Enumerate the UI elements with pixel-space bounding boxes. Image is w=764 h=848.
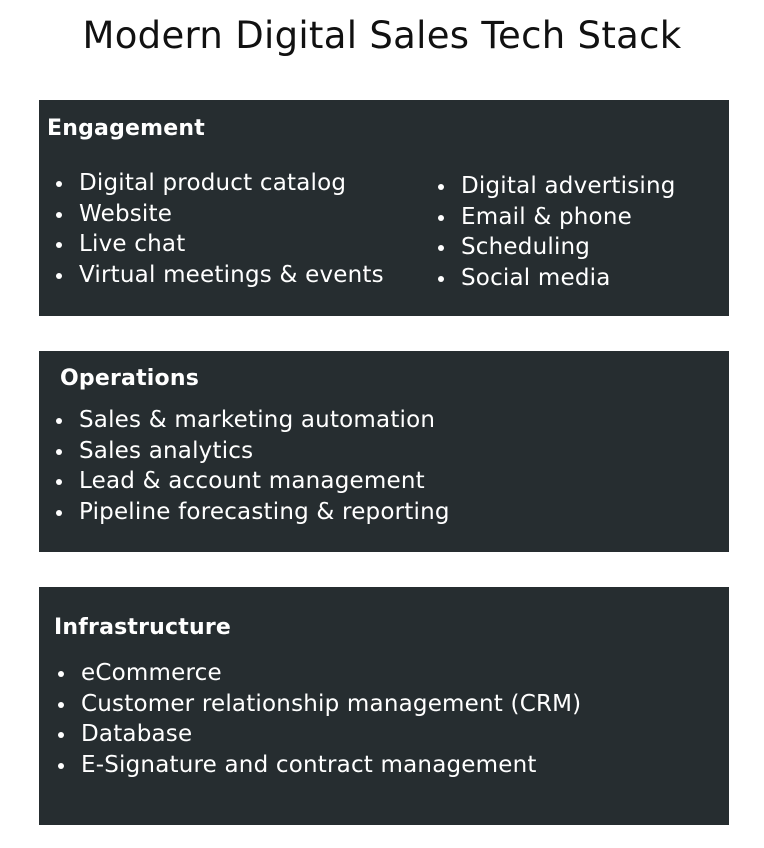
list-item: Virtual meetings & events [39, 260, 384, 291]
bullet-icon [56, 181, 62, 187]
infrastructure-list: eCommerce Customer relationship manageme… [41, 658, 581, 781]
operations-panel: Operations Sales & marketing automation … [39, 351, 729, 552]
bullet-icon [56, 273, 62, 280]
list-item: Customer relationship management (CRM) [41, 689, 581, 720]
bullet-icon [438, 245, 444, 252]
bullet-icon [56, 211, 62, 218]
list-item: Social media [421, 263, 676, 294]
bullet-icon [58, 763, 64, 770]
list-item: Digital advertising [421, 171, 676, 202]
bullet-icon [56, 448, 62, 455]
bullet-icon [58, 701, 64, 708]
operations-list: Sales & marketing automation Sales analy… [39, 405, 450, 528]
bullet-icon [438, 214, 444, 221]
infrastructure-panel: Infrastructure eCommerce Customer relati… [39, 587, 729, 825]
list-item: Digital product catalog [39, 168, 384, 199]
operations-heading: Operations [60, 366, 199, 391]
engagement-panel: Engagement Digital product catalog Websi… [39, 100, 729, 316]
bullet-icon [56, 510, 62, 517]
list-item: Pipeline forecasting & reporting [39, 497, 450, 528]
bullet-icon [58, 732, 64, 739]
page-title: Modern Digital Sales Tech Stack [82, 14, 682, 57]
list-item: Website [39, 199, 384, 230]
bullet-icon [56, 479, 62, 486]
bullet-icon [58, 671, 64, 677]
list-item: E-Signature and contract management [41, 750, 581, 781]
infrastructure-heading: Infrastructure [54, 615, 232, 640]
engagement-heading: Engagement [47, 116, 205, 141]
list-item: eCommerce [41, 658, 581, 689]
list-item: Lead & account management [39, 466, 450, 497]
list-item: Sales & marketing automation [39, 405, 450, 436]
list-item: Email & phone [421, 202, 676, 233]
bullet-icon [438, 276, 444, 283]
bullet-icon [438, 184, 444, 190]
list-item: Scheduling [421, 232, 676, 263]
list-item: Live chat [39, 229, 384, 260]
bullet-icon [56, 242, 62, 249]
bullet-icon [56, 418, 62, 424]
engagement-list-left: Digital product catalog Website Live cha… [39, 168, 384, 291]
list-item: Sales analytics [39, 436, 450, 467]
list-item: Database [41, 719, 581, 750]
engagement-list-right: Digital advertising Email & phone Schedu… [421, 171, 676, 294]
